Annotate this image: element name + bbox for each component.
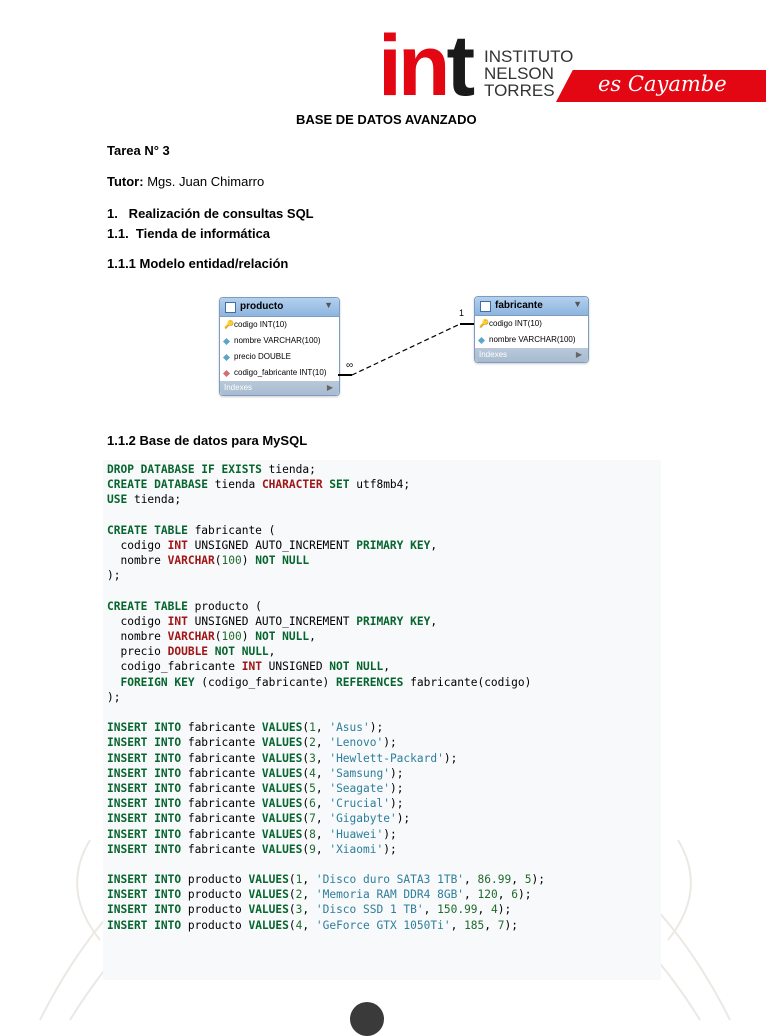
section-heading-1-1-1: 1.1.1 Modelo entidad/relación	[107, 256, 289, 271]
code-line: codigo_fabricante INT UNSIGNED NOT NULL,	[107, 660, 390, 674]
code-line: INSERT INTO fabricante VALUES(6, 'Crucia…	[107, 797, 404, 811]
relationship-line	[338, 323, 474, 376]
cardinality-many: ∞	[346, 360, 354, 371]
code-line: CREATE DATABASE tienda CHARACTER SET utf…	[107, 478, 411, 492]
code-line: FOREIGN KEY (codigo_fabricante) REFERENC…	[107, 675, 532, 689]
code-line: CREATE TABLE fabricante (	[107, 523, 276, 537]
code-line: DROP DATABASE IF EXISTS tienda;	[107, 463, 316, 476]
field-row: nombre VARCHAR(100)	[220, 333, 339, 349]
page-number-badge	[350, 1002, 384, 1036]
field-row: precio DOUBLE	[220, 349, 339, 365]
table-icon	[480, 301, 491, 312]
code-line: INSERT INTO fabricante VALUES(8, 'Huawei…	[107, 827, 397, 841]
code-line: CREATE TABLE producto (	[107, 599, 262, 613]
page-title: BASE DE DATOS AVANZADO	[296, 112, 477, 127]
cardinality-one: 1	[459, 308, 465, 318]
ribbon-banner	[556, 70, 766, 102]
code-line: INSERT INTO producto VALUES(4, 'GeForce …	[107, 918, 518, 932]
field-row: nombre VARCHAR(100)	[475, 332, 588, 348]
section-heading-1-1-2: 1.1.2 Base de datos para MySQL	[107, 433, 308, 448]
producto-table: producto▼ 🔑codigo INT(10) nombre VARCHAR…	[219, 297, 340, 396]
code-line	[107, 705, 661, 720]
code-line: INSERT INTO producto VALUES(1, 'Disco du…	[107, 873, 545, 887]
code-line: INSERT INTO fabricante VALUES(4, 'Samsun…	[107, 766, 404, 780]
collapse-arrow-icon: ▼	[573, 299, 582, 309]
indexes-bar: Indexes▶	[220, 381, 339, 395]
code-line: INSERT INTO producto VALUES(3, 'Disco SS…	[107, 903, 512, 917]
logo-int-mark: int	[378, 18, 475, 114]
logo-institute-name: INSTITUTO NELSON TORRES	[484, 47, 574, 100]
code-line: nombre VARCHAR(100) NOT NULL,	[107, 630, 316, 644]
table-icon	[225, 302, 236, 313]
code-line: codigo INT UNSIGNED AUTO_INCREMENT PRIMA…	[107, 614, 438, 628]
code-line: INSERT INTO fabricante VALUES(3, 'Hewlet…	[107, 751, 458, 765]
code-line: INSERT INTO fabricante VALUES(7, 'Gigaby…	[107, 812, 411, 826]
code-line: precio DOUBLE NOT NULL,	[107, 645, 276, 659]
code-line: INSERT INTO fabricante VALUES(1, 'Asus')…	[107, 721, 384, 735]
expand-arrow-icon: ▶	[575, 350, 582, 359]
code-line: codigo INT UNSIGNED AUTO_INCREMENT PRIMA…	[107, 538, 438, 552]
field-row: 🔑codigo INT(10)	[220, 317, 339, 333]
primary-key-icon: 🔑	[479, 319, 489, 328]
primary-key-icon: 🔑	[224, 320, 234, 329]
field-row: 🔑codigo INT(10)	[475, 316, 588, 332]
code-line: INSERT INTO fabricante VALUES(2, 'Lenovo…	[107, 736, 397, 750]
expand-arrow-icon: ▶	[326, 383, 333, 392]
code-line: );	[107, 690, 121, 704]
code-line	[107, 584, 661, 599]
code-line: USE tienda;	[107, 493, 182, 507]
collapse-arrow-icon: ▼	[324, 300, 333, 310]
tarea-number: Tarea N° 3	[107, 143, 170, 158]
indexes-bar: Indexes▶	[475, 348, 588, 362]
code-line: );	[107, 569, 121, 583]
section-heading-1-1: 1.1. Tienda de informática	[107, 226, 271, 241]
ribbon-text: es Cayambe	[598, 72, 727, 96]
code-line	[107, 508, 661, 523]
code-line: INSERT INTO producto VALUES(2, 'Memoria …	[107, 888, 532, 902]
sql-code-block: DROP DATABASE IF EXISTS tienda; CREATE DA…	[103, 460, 661, 980]
tutor-line: Tutor: Mgs. Juan Chimarro	[107, 174, 265, 189]
section-heading-1: 1. Realización de consultas SQL	[107, 206, 314, 221]
fabricante-table: fabricante▼ 🔑codigo INT(10) nombre VARCH…	[474, 296, 589, 363]
code-line: INSERT INTO fabricante VALUES(9, 'Xiaomi…	[107, 842, 397, 856]
code-line	[107, 857, 661, 872]
field-row: codigo_fabricante INT(10)	[220, 365, 339, 381]
code-line: nombre VARCHAR(100) NOT NULL	[107, 554, 310, 568]
code-line: INSERT INTO fabricante VALUES(5, 'Seagat…	[107, 781, 404, 795]
